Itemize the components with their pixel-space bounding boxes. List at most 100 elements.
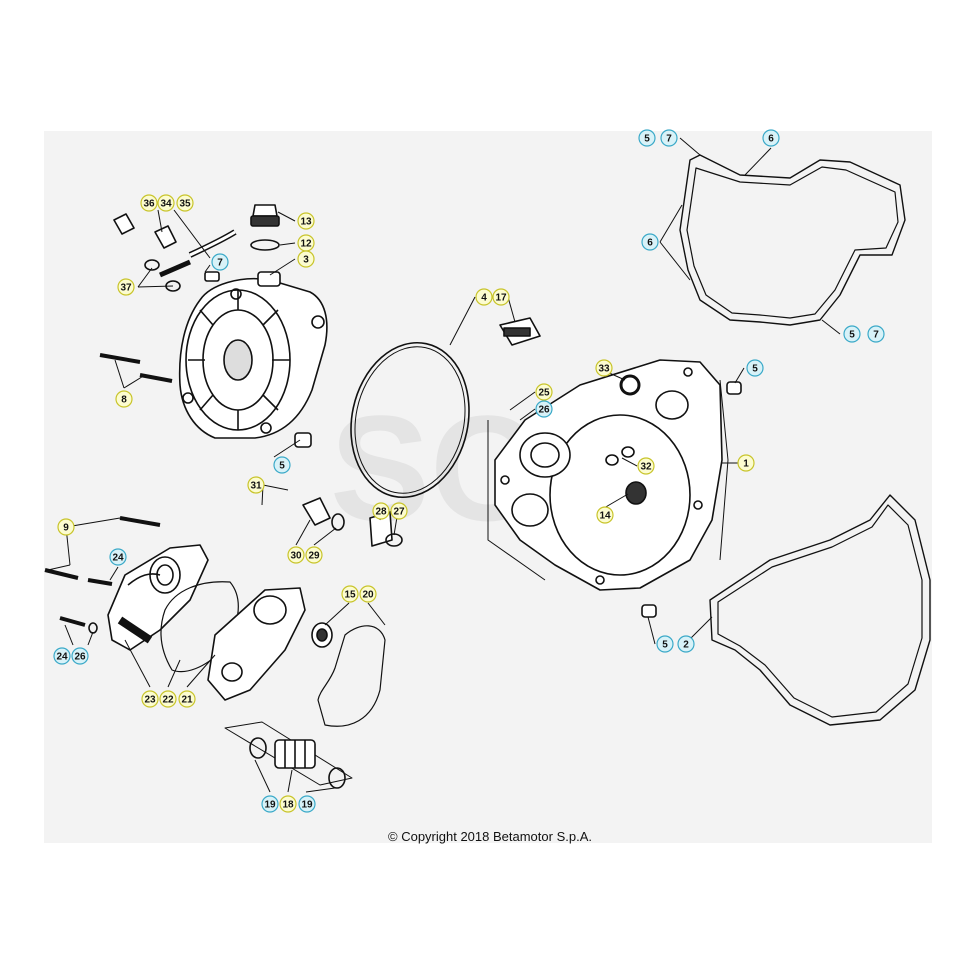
callout-7: 7: [211, 253, 229, 271]
callout-37: 37: [117, 278, 135, 296]
callout-5: 5: [843, 325, 861, 343]
callout-24: 24: [53, 647, 71, 665]
callout-32: 32: [637, 457, 655, 475]
callout-number: 7: [873, 330, 879, 341]
callout-circle: [867, 325, 885, 343]
callout-number: 2: [683, 640, 689, 651]
callout-27: 27: [390, 502, 408, 520]
callout-number: 14: [599, 511, 611, 522]
callout-number: 17: [495, 293, 507, 304]
callout-6: 6: [641, 233, 659, 251]
callout-number: 9: [63, 523, 69, 534]
callout-circle: [677, 635, 695, 653]
callout-number: 36: [143, 199, 155, 210]
callout-number: 32: [640, 462, 652, 473]
callout-number: 6: [647, 238, 653, 249]
callout-13: 13: [297, 212, 315, 230]
pump-cover-gasket: [317, 625, 386, 727]
callout-number: 33: [598, 364, 610, 375]
callout-circle: [115, 390, 133, 408]
callout-7: 7: [867, 325, 885, 343]
callout-number: 37: [120, 283, 132, 294]
callout-circle: [746, 359, 764, 377]
callout-number: 3: [303, 255, 309, 266]
callout-25: 25: [535, 383, 553, 401]
callout-number: 34: [160, 199, 172, 210]
callout-8: 8: [115, 390, 133, 408]
callout-number: 15: [344, 590, 356, 601]
cover-dowel: [726, 381, 742, 395]
callout-24: 24: [109, 548, 127, 566]
callout-2: 2: [677, 635, 695, 653]
callout-number: 7: [217, 258, 223, 269]
callout-36: 36: [140, 194, 158, 212]
callout-number: 31: [250, 481, 262, 492]
callout-3: 3: [297, 250, 315, 268]
outer-clutch-cover: [178, 271, 328, 439]
callout-circle: [656, 635, 674, 653]
callout-number: 6: [768, 134, 774, 145]
callout-7: 7: [660, 129, 678, 147]
callout-number: 24: [56, 652, 68, 663]
callout-5: 5: [638, 129, 656, 147]
callout-number: 30: [290, 551, 302, 562]
callout-14: 14: [596, 506, 614, 524]
callout-number: 28: [375, 507, 387, 518]
callout-19: 19: [261, 795, 279, 813]
callout-circle: [57, 518, 75, 536]
callout-circle: [53, 647, 71, 665]
callout-1: 1: [737, 454, 755, 472]
callout-circle: [475, 288, 493, 306]
callout-number: 5: [279, 461, 285, 472]
callout-circle: [660, 129, 678, 147]
callout-5: 5: [656, 635, 674, 653]
callout-circle: [157, 194, 175, 212]
callout-circle: [176, 194, 194, 212]
callout-number: 26: [538, 405, 550, 416]
callout-5: 5: [746, 359, 764, 377]
callout-number: 5: [752, 364, 758, 375]
callout-5: 5: [273, 456, 291, 474]
callout-number: 19: [264, 800, 276, 811]
callout-12: 12: [297, 234, 315, 252]
callout-33: 33: [595, 359, 613, 377]
callout-number: 7: [666, 134, 672, 145]
callout-circle: [641, 233, 659, 251]
callout-26: 26: [535, 400, 553, 418]
callout-number: 8: [121, 395, 127, 406]
callout-23: 23: [141, 690, 159, 708]
inner-cover-gasket: [709, 494, 931, 726]
callout-20: 20: [359, 585, 377, 603]
callout-circle: [297, 212, 315, 230]
callout-circle: [140, 194, 158, 212]
callout-circle: [109, 548, 127, 566]
pump-impeller-parts: [302, 497, 403, 648]
callout-number: 22: [162, 695, 174, 706]
callout-circle: [178, 690, 196, 708]
callout-circle: [492, 288, 510, 306]
callout-circle: [638, 129, 656, 147]
callout-number: 19: [301, 800, 313, 811]
callout-4: 4: [475, 288, 493, 306]
callout-circle: [71, 647, 89, 665]
callout-circle: [273, 456, 291, 474]
callout-number: 26: [74, 652, 86, 663]
callout-circle: [159, 690, 177, 708]
callout-34: 34: [157, 194, 175, 212]
callout-35: 35: [176, 194, 194, 212]
bearing-kit: [224, 721, 353, 789]
callout-number: 27: [393, 507, 405, 518]
cover-screws: [99, 353, 312, 448]
callout-number: 25: [538, 388, 550, 399]
callout-circle: [843, 325, 861, 343]
callout-17: 17: [492, 288, 510, 306]
callout-number: 24: [112, 553, 124, 564]
callout-28: 28: [372, 502, 390, 520]
large-o-ring: [350, 341, 470, 499]
callout-circle: [117, 278, 135, 296]
callout-21: 21: [178, 690, 196, 708]
callout-22: 22: [159, 690, 177, 708]
assembly-bracket: [487, 420, 546, 581]
callout-26: 26: [71, 647, 89, 665]
callout-number: 35: [179, 199, 191, 210]
